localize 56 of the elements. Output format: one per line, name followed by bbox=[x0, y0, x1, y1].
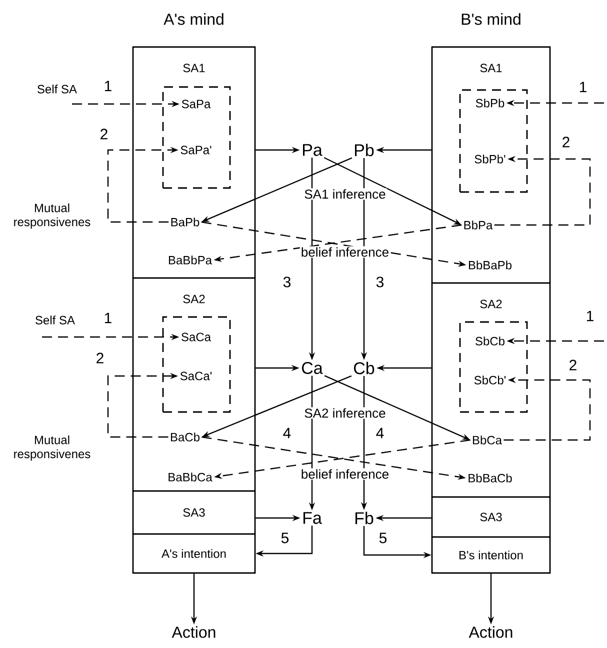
edge-label: 2 bbox=[98, 128, 110, 140]
inference-label: SA1 inference bbox=[303, 188, 387, 200]
inference-label: SA2 inference bbox=[303, 407, 387, 419]
node-text: BbBaCb bbox=[468, 474, 512, 482]
term-text: Ca bbox=[302, 362, 323, 374]
side-label: Mutual responsivenes bbox=[4, 202, 100, 230]
node-text: SbPb' bbox=[474, 154, 506, 164]
term-text: Cb bbox=[354, 362, 374, 374]
side-label: Mutual responsivenes bbox=[4, 434, 100, 462]
edge-label: 1 bbox=[102, 80, 114, 92]
node-text: SbPb bbox=[476, 98, 504, 108]
side-label: Self SA bbox=[34, 314, 76, 326]
edge-label: 2 bbox=[560, 136, 572, 148]
node-text: BbCa bbox=[472, 436, 502, 444]
process-box: SA3 bbox=[132, 490, 256, 535]
node-text: SbCb bbox=[476, 336, 504, 346]
node-text: BaBbCa bbox=[168, 472, 212, 482]
term-text: Fb bbox=[355, 512, 374, 524]
edge-label: 3 bbox=[374, 276, 386, 288]
edge-label: 4 bbox=[282, 426, 292, 440]
term-text: Pb bbox=[355, 144, 374, 156]
edge-label: 5 bbox=[378, 532, 388, 544]
process-box: B's intention bbox=[431, 536, 551, 574]
inference-label: belief inference bbox=[300, 468, 390, 480]
edge-label: 2 bbox=[568, 358, 578, 372]
dashed-box bbox=[459, 321, 528, 413]
node-text: BbPa bbox=[464, 220, 493, 230]
edge-label: 5 bbox=[280, 532, 290, 544]
node-text: SaCa' bbox=[180, 372, 212, 380]
edge-label: 2 bbox=[94, 352, 106, 364]
node-text: BaPb bbox=[171, 218, 200, 226]
node-text: SbCb' bbox=[474, 376, 506, 384]
action-text: Action bbox=[468, 626, 512, 638]
node-label: A's mind bbox=[164, 13, 224, 25]
node-text: SaPa' bbox=[180, 146, 212, 154]
inference-label: belief inference bbox=[300, 246, 390, 258]
node-text: BaBbPa bbox=[168, 256, 212, 264]
process-box: SA3 bbox=[431, 496, 551, 538]
edge-label: 1 bbox=[102, 312, 114, 324]
edge-label: 1 bbox=[584, 310, 596, 322]
term-text: Pa bbox=[303, 144, 322, 156]
process-box: A's intention bbox=[132, 533, 256, 574]
edge-label: 4 bbox=[374, 426, 386, 440]
edge-label: 3 bbox=[282, 276, 292, 288]
edge-label: 1 bbox=[578, 80, 588, 94]
term-text: Fa bbox=[303, 512, 322, 524]
node-text: BaCb bbox=[170, 432, 200, 442]
dashed-box bbox=[162, 316, 231, 413]
dashed-box bbox=[459, 89, 528, 193]
node-text: SaCa bbox=[182, 332, 211, 342]
side-label: Self SA bbox=[36, 84, 78, 94]
action-text: Action bbox=[172, 626, 216, 638]
node-label: B's mind bbox=[462, 13, 520, 25]
node-text: SaPa bbox=[182, 100, 211, 108]
dashed-box bbox=[162, 86, 231, 189]
node-text: BbBaPb bbox=[468, 260, 512, 270]
